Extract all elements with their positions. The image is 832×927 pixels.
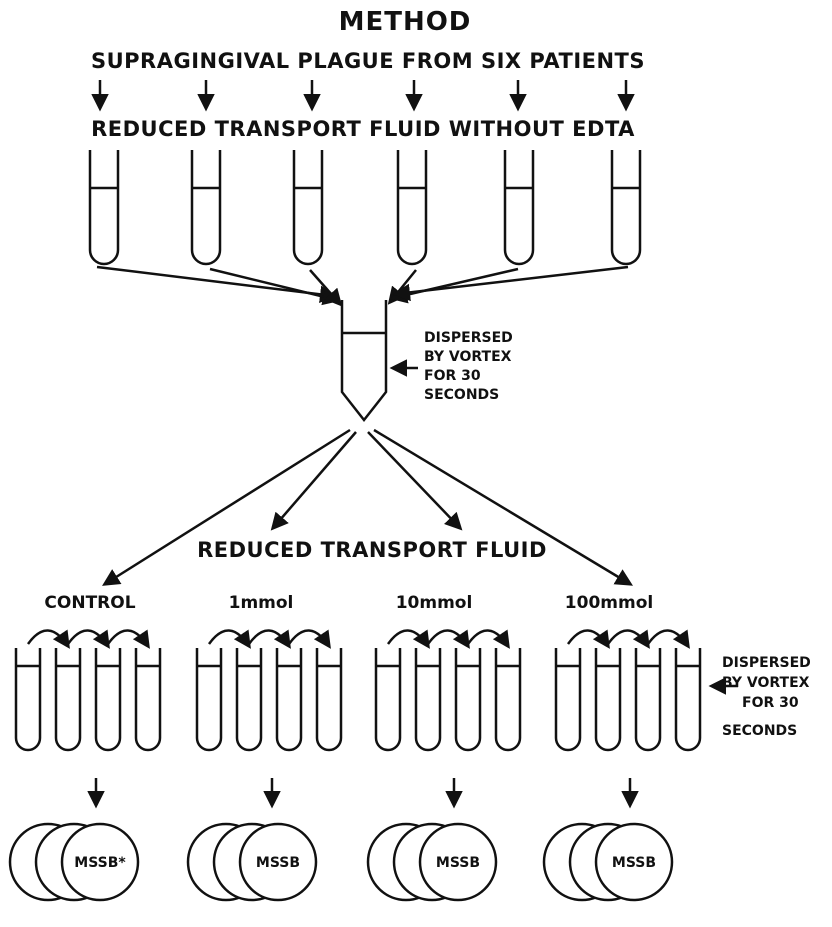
petri-dish-stack: MSSB xyxy=(366,822,498,902)
condition-label-control: CONTROL xyxy=(44,593,135,613)
dilution-groups xyxy=(14,629,702,752)
dish-label: MSSB* xyxy=(74,855,126,871)
transfer-arrow xyxy=(207,629,251,649)
sample-tube xyxy=(88,150,120,266)
condition-label-10mmol: 10mmol xyxy=(396,593,473,613)
petri-dish xyxy=(418,822,498,902)
source-label: SUPRAGINGIVAL PLAGUE FROM SIX PATIENTS xyxy=(91,49,645,73)
dish-label: MSSB xyxy=(612,855,656,871)
pooling-arrow xyxy=(96,265,338,303)
pooled-note-line: FOR 30 xyxy=(424,368,481,384)
dilution-group xyxy=(554,629,702,752)
transfer-arrow xyxy=(426,629,470,649)
petri-dish-stack: MSSB xyxy=(186,822,318,902)
dilution-group xyxy=(195,629,343,752)
dilution-tube xyxy=(454,648,482,752)
dilution-tube xyxy=(14,648,42,752)
transfer-arrow xyxy=(606,629,650,649)
pooling-arrow xyxy=(209,267,341,306)
source-arrows xyxy=(91,80,635,112)
petri-dish xyxy=(238,822,318,902)
split-arrow xyxy=(367,431,463,531)
plate-arrows xyxy=(87,778,639,809)
split-arrow xyxy=(373,428,633,586)
pooling-arrow xyxy=(392,265,629,302)
transfer-arrow xyxy=(646,629,690,649)
sample-tube xyxy=(610,150,642,266)
petri-dish-stack: MSSB* xyxy=(8,822,140,902)
dilution-tube xyxy=(94,648,122,752)
dilution-tube xyxy=(134,648,162,752)
transfer-arrow xyxy=(386,629,430,649)
dilution-tube xyxy=(414,648,442,752)
dish-label: MSSB xyxy=(436,855,480,871)
dilution-tube xyxy=(54,648,82,752)
pooled-note: DISPERSED BY VORTEX FOR 30 SECONDS xyxy=(424,330,513,403)
pooled-note-line: SECONDS xyxy=(424,387,499,403)
conical-tube-outline xyxy=(340,300,388,423)
split-arrows xyxy=(102,428,633,586)
dish-groups: MSSB* MSSB MSSB MSSB xyxy=(8,822,674,902)
sample-tube xyxy=(396,150,428,266)
dilution-group xyxy=(374,629,522,752)
dilution-tube xyxy=(674,648,702,752)
transfer-arrow xyxy=(287,629,331,649)
dilution-note-line: BY VORTEX xyxy=(722,675,810,691)
dilution-note: DISPERSED BY VORTEX FOR 30 SECONDS xyxy=(708,655,811,739)
transfer-arrow xyxy=(247,629,291,649)
split-arrow xyxy=(270,431,357,531)
transfer-arrow xyxy=(466,629,510,649)
petri-dish xyxy=(60,822,140,902)
dilution-tube xyxy=(235,648,263,752)
sample-tube xyxy=(292,150,324,266)
transfer-arrow xyxy=(566,629,610,649)
condition-label-100mmol: 100mmol xyxy=(565,593,653,613)
pooling-arrows xyxy=(96,265,629,307)
transfer-arrow xyxy=(106,629,150,649)
transfer-arrow xyxy=(26,629,70,649)
sample-tube xyxy=(190,150,222,266)
dilution-tube xyxy=(315,648,343,752)
transport-initial-label: REDUCED TRANSPORT FLUID WITHOUT EDTA xyxy=(91,117,635,141)
transport-second-label: REDUCED TRANSPORT FLUID xyxy=(197,538,547,562)
pooled-note-line: DISPERSED xyxy=(424,330,513,346)
dilution-tube xyxy=(494,648,522,752)
dilution-group xyxy=(14,629,162,752)
pooled-tube xyxy=(340,300,418,423)
sample-tubes xyxy=(88,150,642,266)
dilution-note-line: FOR 30 xyxy=(742,695,799,711)
dilution-tube xyxy=(374,648,402,752)
pooling-arrow xyxy=(309,269,343,307)
dilution-tube xyxy=(594,648,622,752)
dilution-tube xyxy=(275,648,303,752)
split-arrow xyxy=(102,428,351,586)
petri-dish-stack: MSSB xyxy=(542,822,674,902)
condition-label-1mmol: 1mmol xyxy=(229,593,294,613)
dilution-note-line: SECONDS xyxy=(722,723,797,739)
dilution-tube xyxy=(195,648,223,752)
transfer-arrow xyxy=(66,629,110,649)
sample-tube xyxy=(503,150,535,266)
diagram-title: METHOD xyxy=(339,7,472,37)
pooled-note-line: BY VORTEX xyxy=(424,349,512,365)
dilution-note-line: DISPERSED xyxy=(722,655,811,671)
dish-label: MSSB xyxy=(256,855,300,871)
dilution-tube xyxy=(634,648,662,752)
dilution-tube xyxy=(554,648,582,752)
petri-dish xyxy=(594,822,674,902)
